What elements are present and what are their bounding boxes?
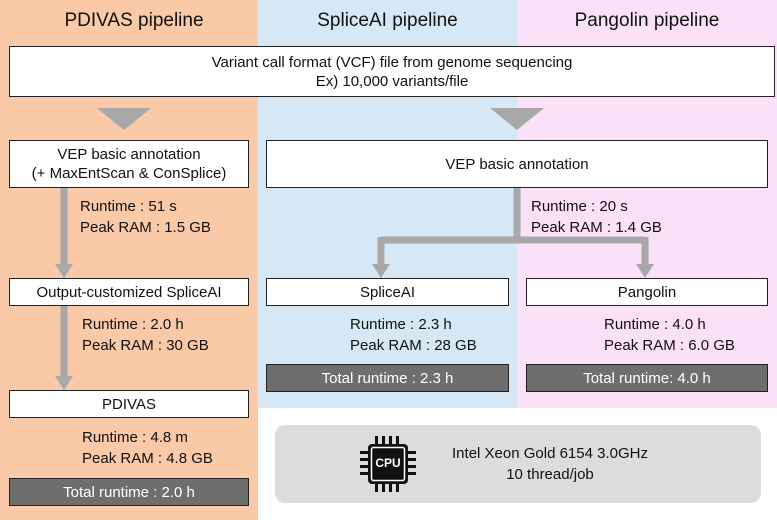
pdivas-vep-line-1: VEP basic annotation [57,146,201,163]
pdivas-total-runtime: Total runtime : 2.0 h [9,478,249,506]
pangolin-label: Pangolin [617,283,677,301]
pdivas-vep-box: VEP basic annotation (+ MaxEntScan & Con… [9,140,249,188]
vcf-line-1: Variant call format (VCF) file from geno… [211,53,573,71]
shared-vep-ram: Peak RAM : 1.4 GB [531,219,662,236]
pangolin-stats: Runtime : 4.0 h Peak RAM : 6.0 GB [604,314,735,356]
pdivas-stats: Runtime : 4.8 m Peak RAM : 4.8 GB [82,427,213,469]
pdivas-label: PDIVAS [102,395,156,413]
shared-vep-label: VEP basic annotation [445,155,589,173]
spliceai-ram: Peak RAM : 28 GB [350,337,477,354]
pdivas-vep-ram: Peak RAM : 1.5 GB [80,219,211,236]
pangolin-column-title: Pangolin pipeline [574,10,720,31]
shared-vep-box: VEP basic annotation [266,140,768,188]
pdivas-spliceai-label: Output-customized SpliceAI [36,283,222,301]
pdivas-ram: Peak RAM : 4.8 GB [82,450,213,467]
pdivas-arrow-1-head [55,264,73,278]
vcf-input-box: Variant call format (VCF) file from geno… [9,46,775,97]
spliceai-column-title: SpliceAI pipeline [317,10,458,31]
spliceai-branch-head [372,264,390,278]
pdivas-spliceai-runtime: Runtime : 2.0 h [82,316,184,333]
pdivas-spliceai-stats: Runtime : 2.0 h Peak RAM : 30 GB [82,314,209,356]
pangolin-ram: Peak RAM : 6.0 GB [604,337,735,354]
cpu-chip-icon [360,436,416,492]
pdivas-vep-stats: Runtime : 51 s Peak RAM : 1.5 GB [80,196,211,238]
pangolin-runtime: Runtime : 4.0 h [604,316,706,333]
shared-vep-runtime: Runtime : 20 s [531,198,628,215]
pdivas-arrow-2-head [55,376,73,390]
pdivas-column-title: PDIVAS pipeline [64,10,204,31]
pdivas-spliceai-box: Output-customized SpliceAI [9,278,249,306]
pdivas-vep-runtime: Runtime : 51 s [80,198,177,215]
vcf-to-pdivas-triangle [97,108,151,130]
spliceai-label: SpliceAI [359,283,416,301]
spliceai-box: SpliceAI [266,278,509,306]
pangolin-branch-head [636,264,654,278]
spliceai-total-runtime: Total runtime : 2.3 h [266,364,509,392]
pangolin-total-runtime: Total runtime: 4.0 h [526,364,768,392]
pdivas-vep-line-2: (+ MaxEntScan & ConSplice) [31,165,227,182]
spliceai-stats: Runtime : 2.3 h Peak RAM : 28 GB [350,314,477,356]
vcf-line-2: Ex) 10,000 variants/file [315,72,469,90]
pdivas-spliceai-ram: Peak RAM : 30 GB [82,337,209,354]
cpu-threads: 10 thread/job [506,466,594,483]
cpu-model: Intel Xeon Gold 6154 3.0GHz [452,445,648,462]
pdivas-runtime: Runtime : 4.8 m [82,429,188,446]
shared-vep-stats: Runtime : 20 s Peak RAM : 1.4 GB [531,196,662,238]
cpu-spec-text: Intel Xeon Gold 6154 3.0GHz 10 thread/jo… [425,443,675,485]
spliceai-runtime: Runtime : 2.3 h [350,316,452,333]
pangolin-box: Pangolin [526,278,768,306]
pdivas-box: PDIVAS [9,390,249,418]
cpu-chip-text: CPU [375,456,401,470]
cpu-spec-panel: CPU Intel Xeon Gold 6154 3.0GHz 10 threa… [275,425,761,503]
vcf-to-shared-triangle [490,108,544,130]
